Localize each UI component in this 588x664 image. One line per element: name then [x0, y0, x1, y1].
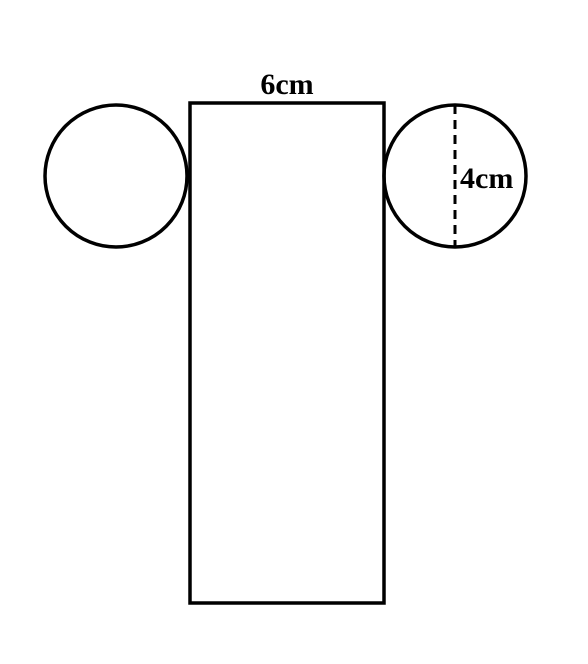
left-circle: [43, 103, 189, 249]
rectangle-width-label: 6cm: [260, 68, 313, 101]
lateral-rectangle: [188, 101, 386, 605]
circle-diameter-label: 4cm: [460, 162, 513, 195]
